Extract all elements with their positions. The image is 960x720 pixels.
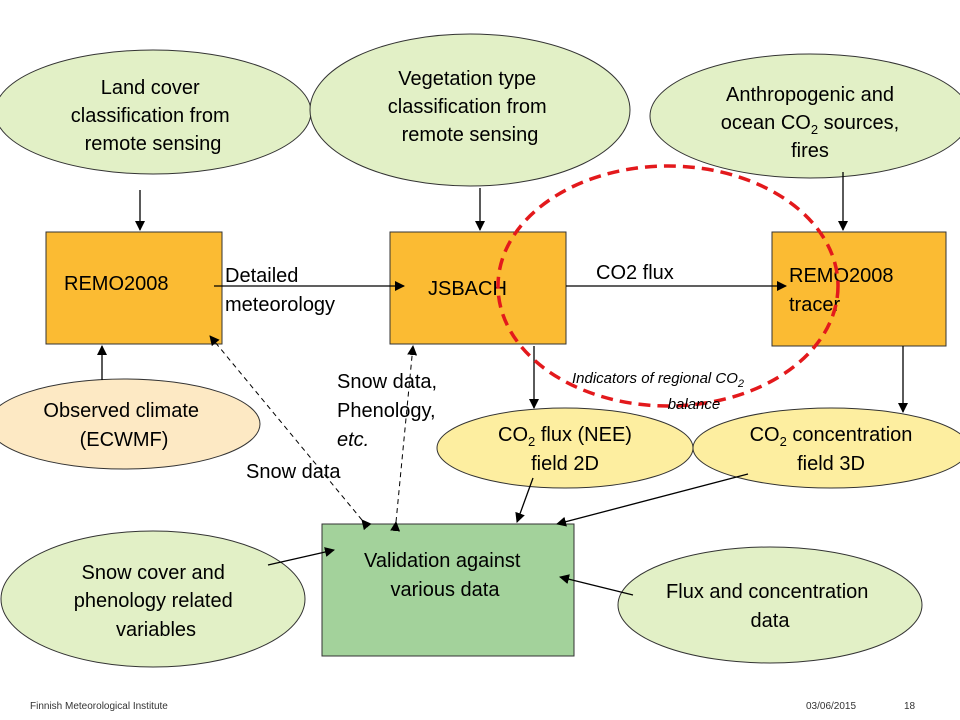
arrow-concfield-to-validation (556, 473, 749, 527)
svg-text:Snow cover and phenology: Snow cover and phenology related variabl… (74, 562, 239, 641)
label-snow-phenology: Snow data, Phenology, etc. (337, 371, 443, 451)
label-detailed-meteorology: Detailed meteorology (225, 265, 335, 316)
svg-text:ocean CO2 sources,: ocean CO2 sources, (721, 112, 899, 137)
node-snow-cover: Snow cover and phenology related variabl… (0, 530, 306, 668)
svg-text:Observed climate (ECWMF): Observed climate (ECWMF) (43, 400, 204, 451)
svg-text:fires: fires (791, 140, 829, 162)
svg-text:Land cover classificatio: Land cover classification from remote se… (71, 77, 236, 155)
footer-organization: Finnish Meteorological Institute (30, 701, 168, 712)
node-co2-flux-field: CO2 flux (NEE) field 2D (436, 407, 694, 489)
node-co2-concentration-field: CO2 concentration field 3D (692, 407, 960, 489)
svg-text:Anthropogenic and: Anthropogenic and (726, 84, 894, 106)
arrow-fluxfield-to-validation (515, 477, 534, 523)
svg-text:REMO2008: REMO2008 (64, 273, 169, 295)
dashed-arrow-validation-to-jsbach (390, 345, 418, 532)
node-remo2008-tracer: REMO2008 tracer (771, 231, 947, 347)
node-flux-concentration: Flux and concentration data (617, 546, 923, 664)
node-anthropogenic-sources: Anthropogenic and ocean CO2 sources, fir… (649, 53, 960, 179)
svg-text:REMO2008 tracer: REMO2008 tracer (789, 265, 899, 316)
arrow-fluxdata-to-validation (559, 574, 634, 596)
node-remo2008: REMO2008 (45, 231, 223, 345)
svg-text:field 3D: field 3D (797, 453, 865, 475)
footer-page-number: 18 (904, 701, 916, 712)
highlight-circle (496, 164, 840, 408)
node-jsbach: JSBACH (389, 231, 567, 345)
svg-text:JSBACH: JSBACH (428, 278, 507, 300)
node-observed-climate: Observed climate (ECWMF) (0, 378, 261, 470)
label-indicators: Indicators of regional CO2 (572, 370, 744, 390)
svg-text:Vegetation type classifi: Vegetation type classification from remo… (388, 68, 553, 146)
node-land-cover: Land cover classification from remote se… (0, 49, 312, 175)
dashed-arrow-validation-to-remo (209, 335, 372, 531)
label-indicators-balance: balance (668, 396, 721, 413)
arrow-snowcover-to-validation (267, 547, 335, 566)
node-validation: Validation against various data (321, 523, 575, 657)
footer-date: 03/06/2015 (806, 701, 856, 712)
svg-text:CO2 concentration: CO2 concentration (750, 424, 913, 449)
svg-text:Validation against vario: Validation against various data (364, 550, 526, 601)
svg-text:CO2 flux (NEE): CO2 flux (NEE) (498, 424, 632, 449)
label-snow-data: Snow data (246, 461, 341, 483)
svg-text:Flux and concentration d: Flux and concentration data (666, 581, 874, 632)
label-co2-flux: CO2 flux (596, 262, 674, 284)
node-vegetation-type: Vegetation type classification from remo… (309, 33, 631, 187)
svg-text:field 2D: field 2D (531, 453, 599, 475)
